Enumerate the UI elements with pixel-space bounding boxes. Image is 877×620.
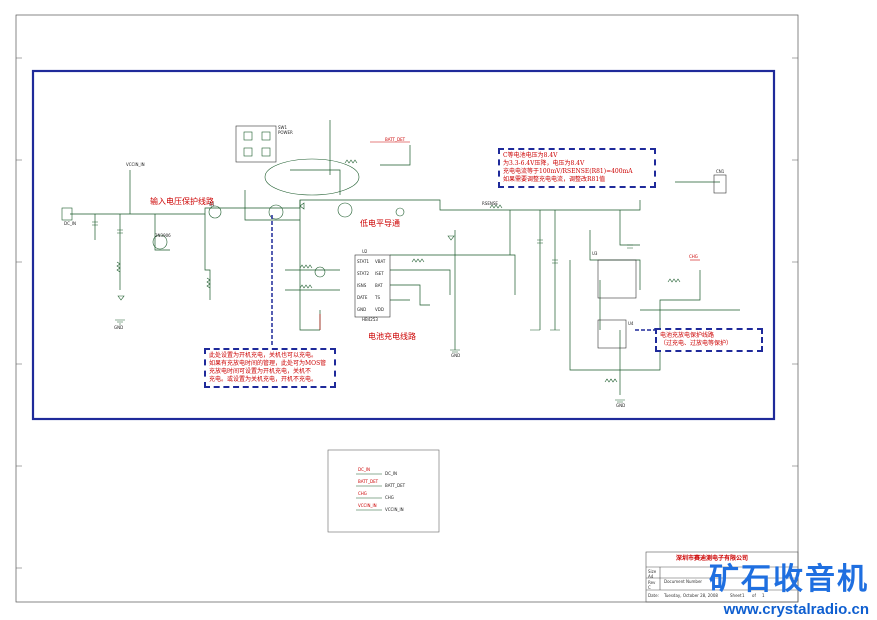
protect-note-line: 电池充放电保护线路 [660,332,715,339]
pin-label: STAT2 [357,271,370,276]
rev-value: C [648,585,651,590]
size-value: A4 [648,574,654,579]
size-label: Size [648,569,657,574]
legend-port: CHG [385,495,394,500]
legend-port: DC_IN [385,471,398,476]
pin-label: GND [357,307,367,312]
label-cn1: CN1 [716,169,725,174]
pin-label: ISET [375,271,384,276]
legend-port: DC_IN [358,467,371,472]
voltage-note-line: C等电池电压为8.4V [503,152,558,159]
label-batt-det: BATT_DET [385,137,406,142]
pin-label: VDD [375,307,384,312]
label-chg: CHG [689,254,698,259]
voltage-note-line: 如果需要调整充电电流，调整改R81值 [503,176,606,183]
of-value: 1 [762,593,765,598]
label-u3: U3 [592,251,598,256]
legend-port: BATT_DET [385,483,406,488]
legend-port: VCCIN_IN [385,507,404,512]
pin-label: STAT1 [357,259,370,264]
pin-label: VBAT [375,259,386,264]
voltage-note-line: 充电电流等于100mV/RSENSE(R81)=400mA [503,168,633,175]
label-power-switch: SW1 [278,125,288,130]
company-name: 深圳市赛迪测电子有限公司 [676,555,749,562]
date-label: Date: [648,593,659,598]
label-u4: U4 [628,321,634,326]
label-power: POWER [278,130,293,135]
protect-note: 电池充放电保护线路 （过充电、过放电等保护） [655,328,763,352]
date-value: Tuesday, October 28, 2008 [664,593,718,598]
label-q1: Q1 [209,202,215,207]
pin-label: TS [375,295,380,300]
rev-label: Rev [648,580,656,585]
label-2n3906: 2N3906 [155,233,171,238]
label-dc-in: DC_IN [64,221,77,226]
pin-label: DATE [357,295,368,300]
watermark-url: www.crystalradio.cn [723,601,869,618]
section-title-input-protect: 输入电压保护线路 [150,197,214,206]
protect-note-line: （过充电、过放电等保护） [660,340,733,347]
label-hb4253: HB4253 [362,317,378,322]
switch-note-line: 充放电时间可设置为开机充电，关机不 [209,368,312,375]
label-u2: U2 [362,249,368,254]
label-gnd: GND [451,353,461,358]
label-vcc-in: VCCIN_IN [126,162,145,167]
switch-note-line: 此处设置为开机充电，关机也可以充电。 [209,352,318,359]
legend-port: BATT_DET [358,479,379,484]
voltage-note-line: 为3.3-6.4V压降，电压为8.4V [503,160,585,167]
legend-port: CHG [358,491,367,496]
doc-label: Document Number [664,579,703,584]
section-title-charge-circuit: 电池充电线路 [368,332,416,341]
switch-note: 此处设置为开机充电，关机也可以充电。 如果有充放电时间的管理，此处可为MOS管 … [204,348,336,388]
section-title-level-shift: 低电平导通 [360,219,400,228]
legend-port: VCCIN_IN [358,503,377,508]
of-label: of [752,593,756,598]
watermark-brand: 矿石收音机 [709,562,869,597]
sheet-label: Sheet [730,593,742,598]
label-rsense: RSENSE [482,201,498,206]
sheet-value: 1 [742,593,745,598]
switch-note-line: 如果有充放电时间的管理，此处可为MOS管 [209,360,327,367]
voltage-note: C等电池电压为8.4V 为3.3-6.4V压降，电压为8.4V 充电电流等于10… [498,148,656,188]
label-gnd: GND [616,403,626,408]
pin-label: ISNS [357,283,367,288]
switch-note-line: 充电。或设置为关机充电，开机不充电。 [209,376,318,383]
pin-label: BAT [375,283,383,288]
label-gnd: GND [114,325,124,330]
